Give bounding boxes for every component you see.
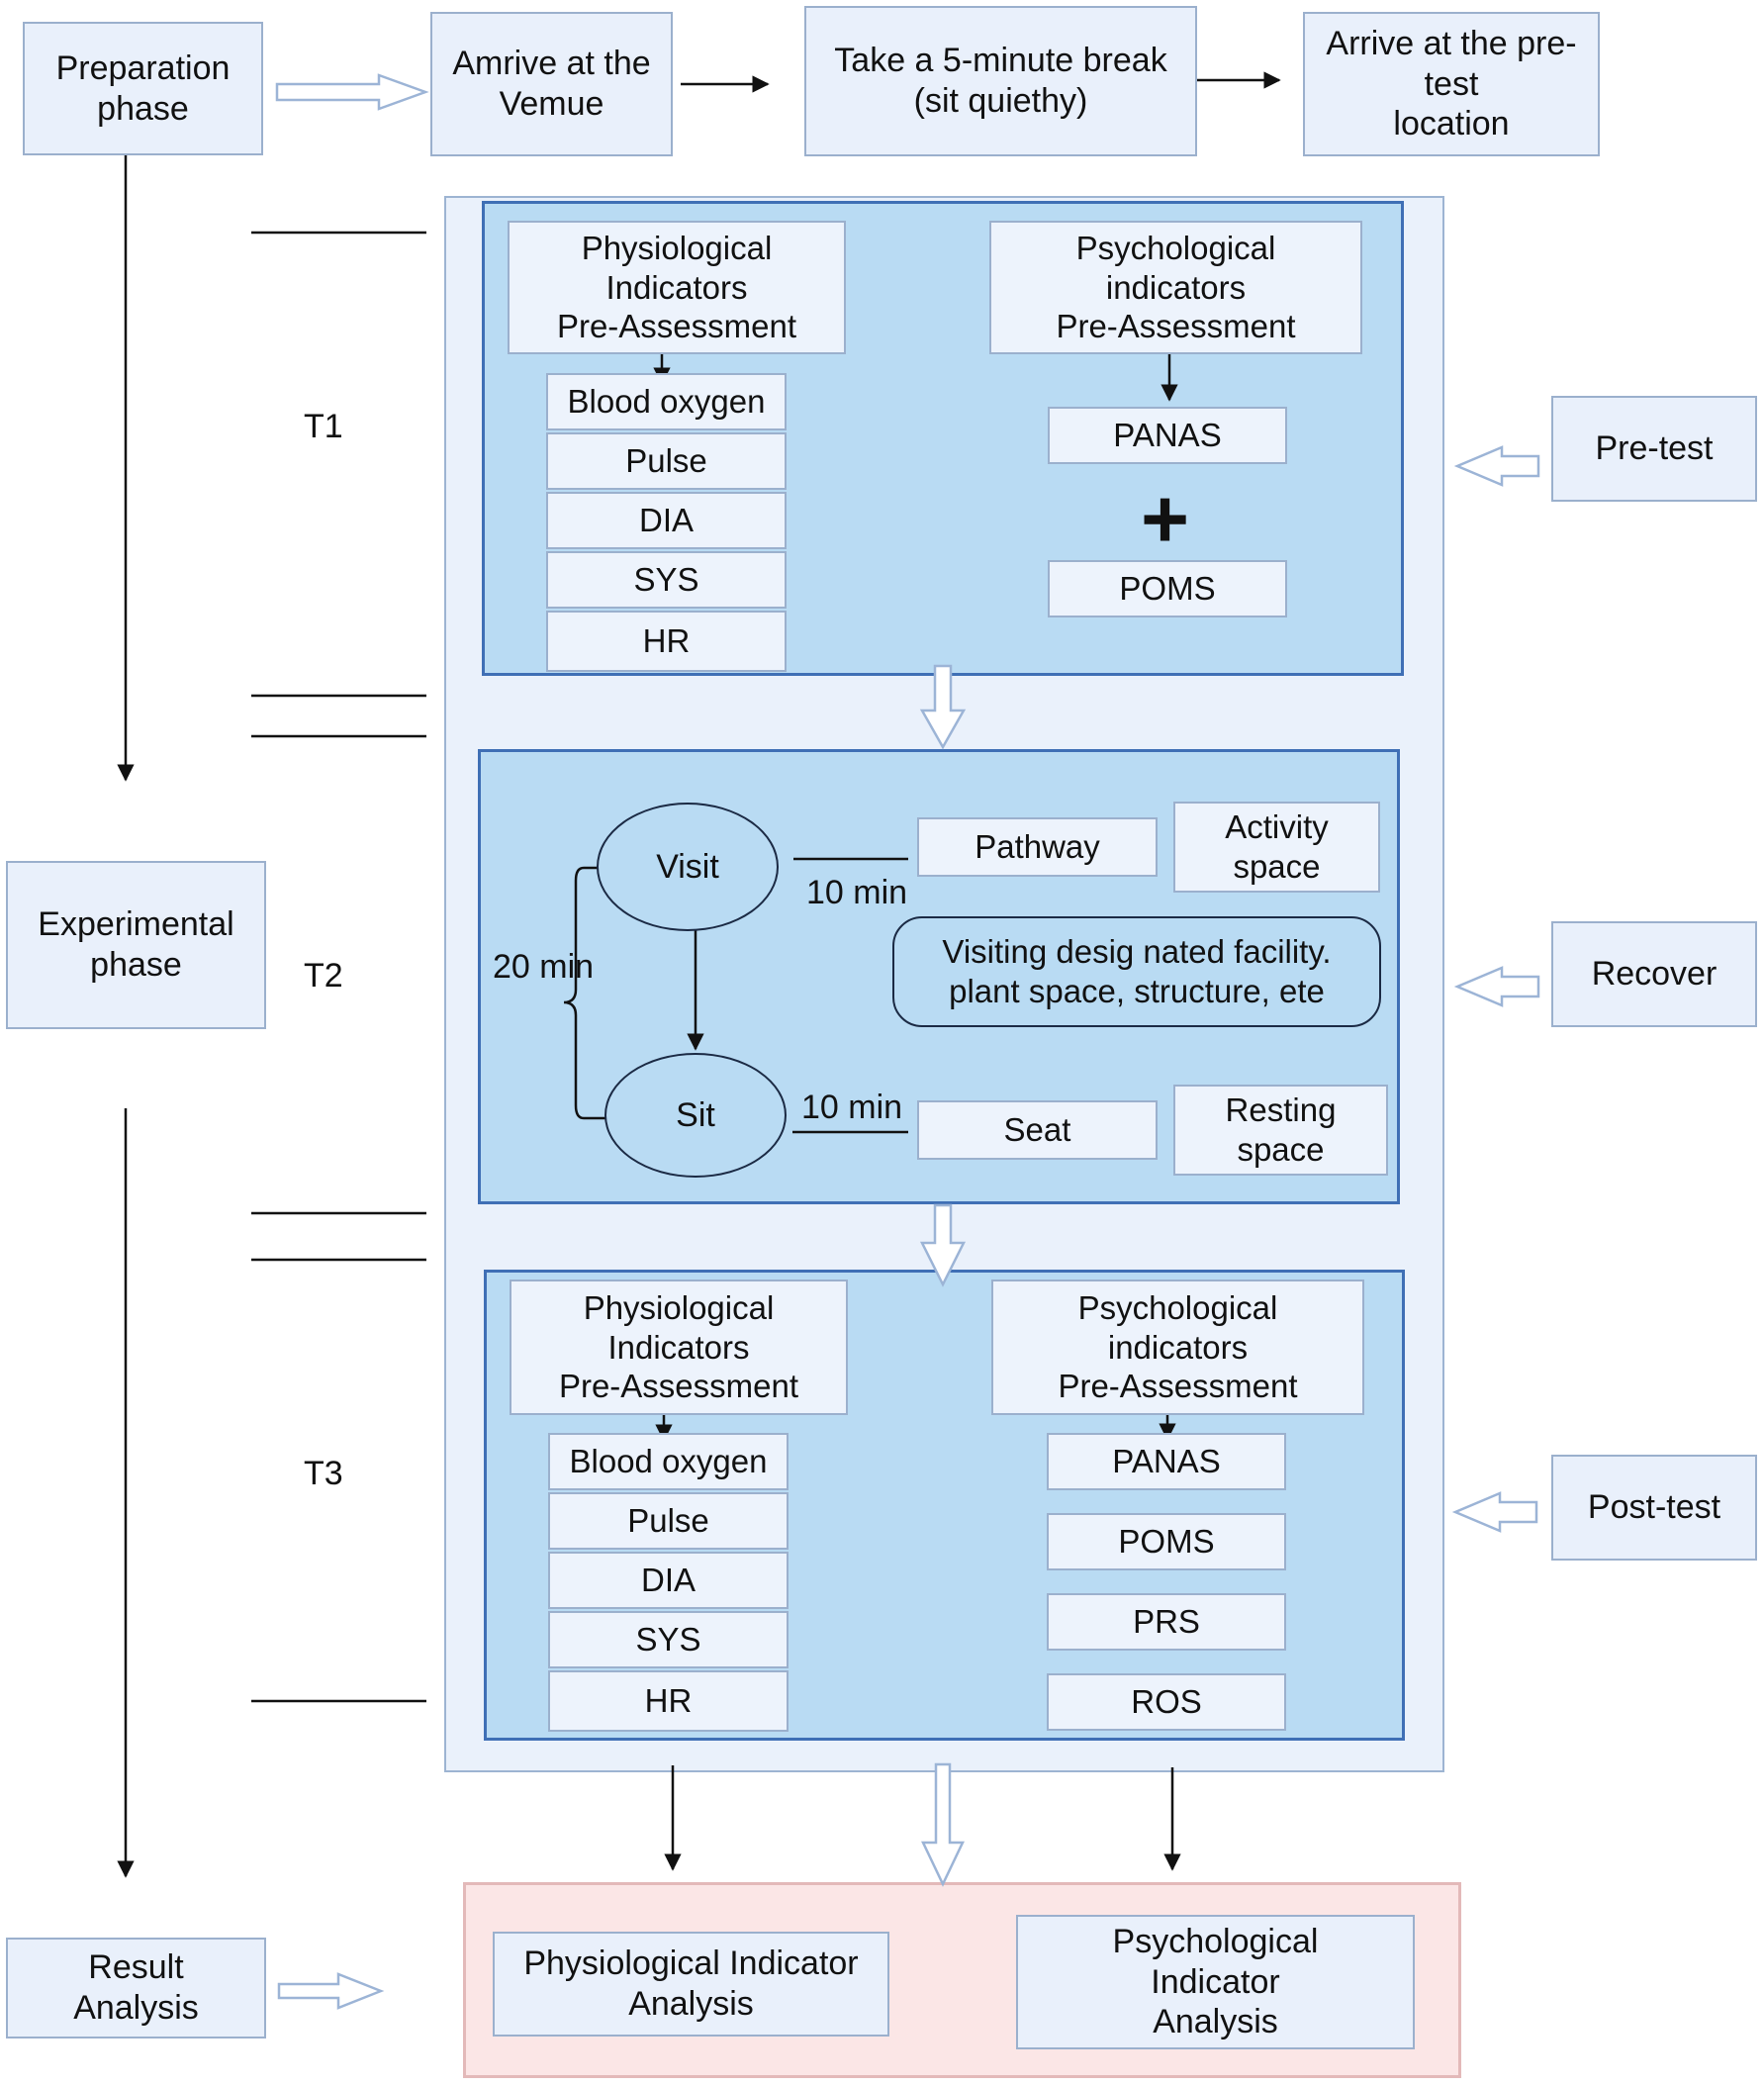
- t3-label: T3: [304, 1455, 343, 1492]
- t3-result-block-arrow: [921, 1762, 965, 1887]
- pretest-box: Pre-test: [1551, 396, 1757, 502]
- duration-brace: [563, 866, 605, 1120]
- t2-t3-block-arrow: [919, 1203, 967, 1287]
- pretest-block-arrow: [1453, 445, 1540, 487]
- resting-space-box: Resting space: [1173, 1085, 1388, 1176]
- arrive-pretest-box: Arrive at the pre- test location: [1303, 12, 1600, 156]
- t1-psych-item: POMS: [1048, 560, 1287, 617]
- t3-psych-item: ROS: [1047, 1673, 1286, 1731]
- seat-box: Seat: [917, 1100, 1158, 1160]
- posttest-box: Post-test: [1551, 1455, 1757, 1561]
- visit-duration: 10 min: [806, 874, 908, 911]
- physio-analysis-box: Physiological Indicator Analysis: [493, 1932, 889, 2037]
- t3-physio-item: HR: [548, 1670, 789, 1732]
- t3-psych-item: PANAS: [1047, 1433, 1286, 1490]
- recover-box: Recover: [1551, 921, 1757, 1027]
- activity-space-box: Activity space: [1173, 802, 1380, 893]
- psych-analysis-box: Psychological Indicator Analysis: [1016, 1915, 1415, 2049]
- experimental-phase-box: Experimental phase: [6, 861, 266, 1029]
- total-duration: 20 min: [493, 948, 595, 986]
- visit-node: Visit: [597, 803, 779, 931]
- t1-psych-header: Psychological indicators Pre-Assessment: [989, 221, 1362, 354]
- t2-label: T2: [304, 957, 343, 995]
- preparation-phase-box: Preparation phase: [23, 22, 263, 155]
- result-block-arrow: [277, 1972, 385, 2010]
- t1-physio-item: HR: [546, 611, 787, 672]
- t3-psych-item: PRS: [1047, 1593, 1286, 1651]
- t1-physio-item: DIA: [546, 492, 787, 549]
- t1-psych-item: PANAS: [1048, 407, 1287, 464]
- pathway-box: Pathway: [917, 817, 1158, 877]
- posttest-block-arrow: [1451, 1491, 1538, 1533]
- t1-physio-header: Physiological Indicators Pre-Assessment: [508, 221, 846, 354]
- plus-sign: +: [1141, 472, 1190, 565]
- t1-t2-block-arrow: [919, 664, 967, 750]
- t3-physio-item: Blood oxygen: [548, 1433, 789, 1490]
- t1-label: T1: [304, 408, 343, 445]
- t3-physio-item: SYS: [548, 1611, 789, 1668]
- t3-psych-item: POMS: [1047, 1513, 1286, 1570]
- t3-psych-header: Psychological indicators Pre-Assessment: [991, 1280, 1364, 1415]
- facility-box: Visiting desig nated facility. plant spa…: [892, 916, 1381, 1027]
- t3-physio-header: Physiological Indicators Pre-Assessment: [510, 1280, 848, 1415]
- break-box: Take a 5-minute break (sit quiethy): [804, 6, 1197, 156]
- arrive-venue-box: Amrive at the Vemue: [430, 12, 673, 156]
- t1-physio-item: SYS: [546, 551, 787, 609]
- prep-block-arrow: [275, 73, 429, 111]
- t1-physio-item: Pulse: [546, 432, 787, 490]
- t3-physio-item: DIA: [548, 1552, 789, 1609]
- sit-node: Sit: [604, 1053, 787, 1178]
- sit-duration: 10 min: [801, 1089, 903, 1126]
- t1-physio-item: Blood oxygen: [546, 373, 787, 430]
- t3-physio-item: Pulse: [548, 1492, 789, 1550]
- result-analysis-box: Result Analysis: [6, 1938, 266, 2039]
- recover-block-arrow: [1453, 966, 1540, 1007]
